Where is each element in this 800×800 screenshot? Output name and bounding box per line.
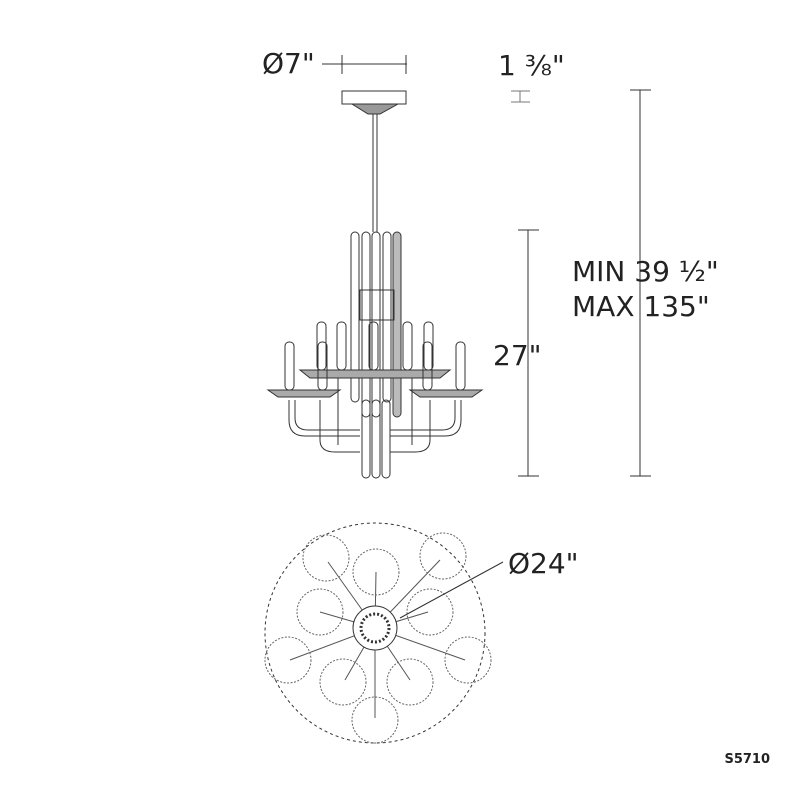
overall-max-label: MAX 135" [572,290,710,323]
canopy-diameter-label: Ø7" [262,47,315,80]
chandelier-bottom-view [264,522,504,744]
overall-height-dimension [630,89,651,477]
canopy-height-dimension [511,90,530,103]
model-number: S5710 [724,752,770,767]
fixture-diameter-label: Ø24" [508,547,579,580]
canopy [341,90,407,232]
chandelier-side-view [266,231,484,479]
fixture-height-label: 27" [493,339,542,372]
fixture-height-dimension [518,229,539,477]
canopy-height-label: 1 ⅜" [498,49,565,82]
overall-min-label: MIN 39 ½" [572,255,719,288]
canopy-width-dimension [322,55,407,74]
